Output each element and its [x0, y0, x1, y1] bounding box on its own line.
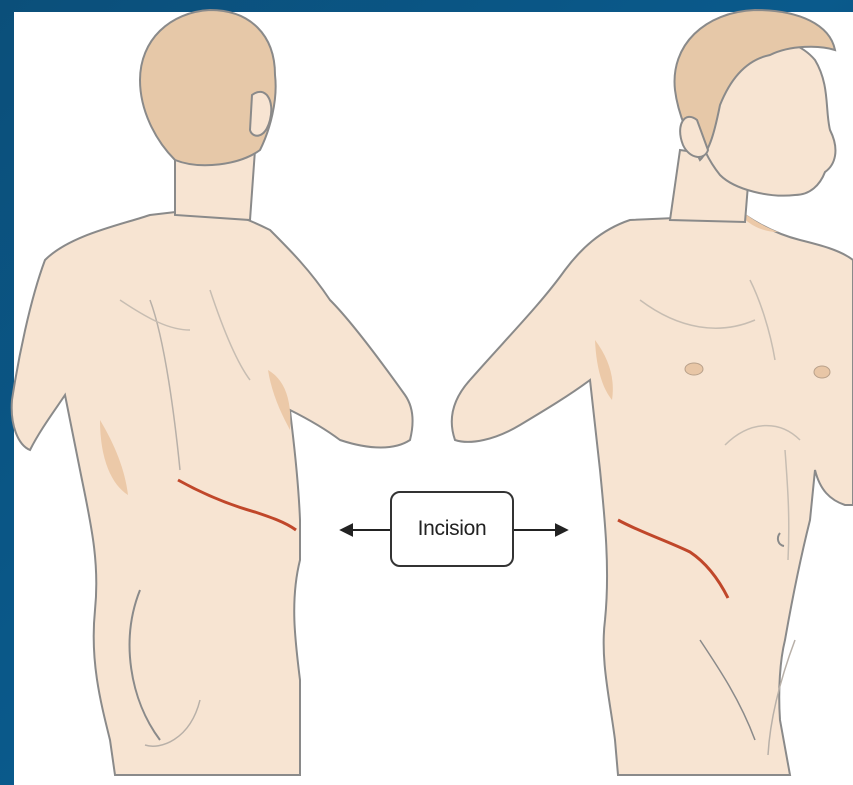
incision-label: Incision — [390, 491, 514, 567]
right-nipple — [814, 366, 830, 378]
back-head-hair — [140, 10, 276, 165]
front-view-figure — [452, 10, 853, 775]
back-torso — [12, 208, 413, 775]
left-nipple — [685, 363, 703, 375]
back-view-figure — [12, 10, 413, 775]
